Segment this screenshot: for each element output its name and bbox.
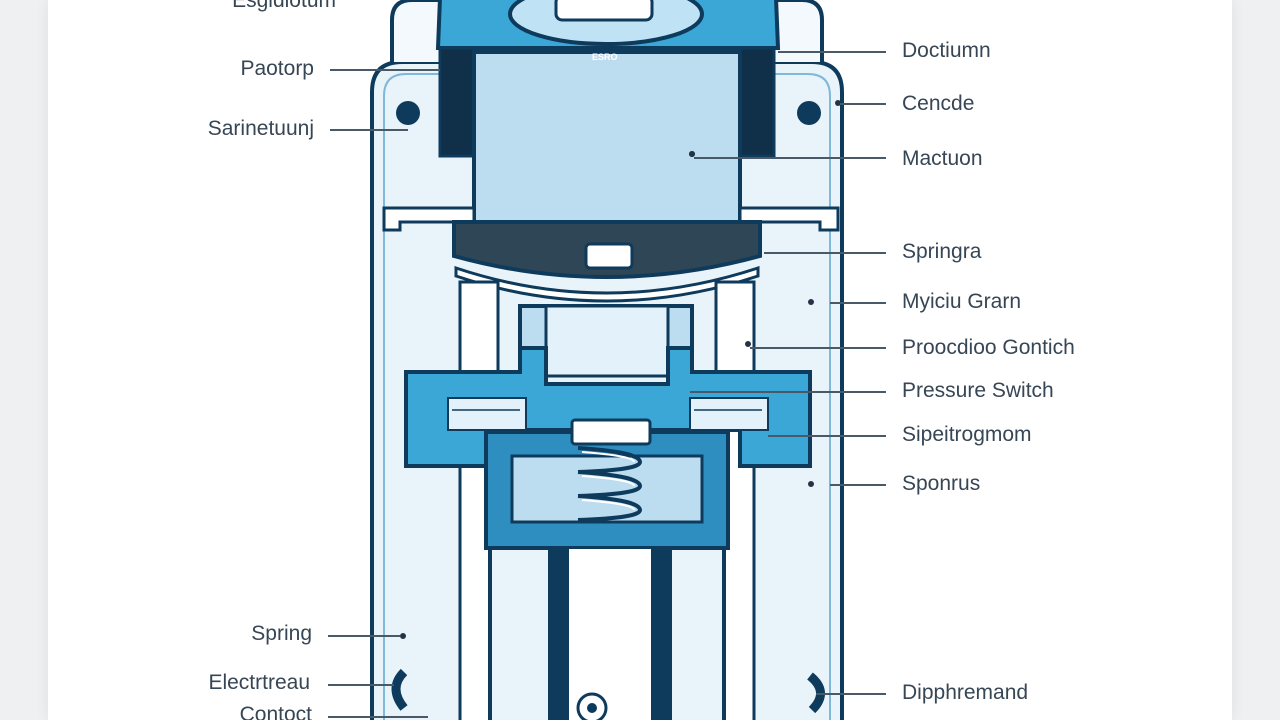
label-sponrus: Sponrus [902, 472, 981, 495]
pointer-dot [808, 299, 814, 305]
leader-doctiumn [778, 51, 886, 53]
label-pressure-switch: Pressure Switch [902, 379, 1054, 402]
leader-contoct [328, 716, 428, 718]
right-clamp [738, 46, 776, 158]
label-cencde: Cencde [902, 92, 975, 115]
spring-cap [570, 418, 652, 446]
right-screw [797, 101, 821, 125]
label-myiciu-grarn: Myiciu Grarn [902, 290, 1022, 313]
label-springra: Springra [902, 240, 982, 263]
label-spring-left: Spring [251, 622, 312, 645]
lower-stem-left-rail [548, 548, 568, 720]
plunger-core [544, 304, 670, 378]
label-mactuon: Mactuon [902, 147, 983, 170]
left-screw [396, 101, 420, 125]
label-dipphremand: Dipphremand [902, 681, 1029, 704]
left-flange [382, 206, 476, 232]
pointer-dot [400, 633, 406, 639]
pointer-dot [808, 481, 814, 487]
leader-myiciu-grarn [830, 302, 886, 304]
pointer-dot [835, 100, 841, 106]
leader-sponrus [830, 484, 886, 486]
pointer-dot [745, 341, 751, 347]
cap-stem [554, 0, 654, 22]
label-paotorp: Paotorp [240, 57, 314, 80]
lower-stem-right-rail [652, 548, 672, 720]
lower-stem-core [567, 547, 653, 720]
bottom-port-inner [587, 703, 597, 713]
leader-pressure-switch [690, 391, 886, 393]
cap-marking: ESRO [592, 52, 618, 62]
leader-springra [764, 252, 886, 254]
leader-cencde [840, 103, 886, 105]
leader-proocdioo-gontich [750, 347, 886, 349]
valve-left-window [447, 397, 527, 431]
piston-rim [454, 265, 760, 303]
left-contact [391, 668, 408, 711]
label-sarinetuunj: Sarinetuunj [207, 117, 314, 140]
leader-sipeitrogmom [768, 435, 886, 437]
leader-dipphremand [816, 693, 886, 695]
label-electrtreau: Electrtreau [208, 671, 310, 694]
valve-right-window [689, 397, 769, 431]
label-contoct: Contoct [239, 703, 312, 720]
pointer-dot [689, 151, 695, 157]
label-esgidiotum: Esgidiotum [232, 0, 336, 12]
right-contact [807, 672, 825, 714]
leader-paotorp [330, 69, 440, 71]
leader-sarinetuunj [330, 129, 408, 131]
label-proocdioo-gontich: Proocdioo Gontich [902, 336, 1075, 359]
coil-spring-highlight [581, 451, 635, 511]
piston-nut [584, 242, 634, 270]
spring-chamber [510, 454, 704, 524]
leader-mactuon [694, 157, 886, 159]
leader-electrtreau [328, 684, 394, 686]
leader-spring-left [328, 635, 400, 637]
left-clamp [438, 46, 476, 158]
main-chamber [472, 50, 742, 224]
label-doctiumn: Doctiumn [902, 39, 991, 62]
label-sipeitrogmom: Sipeitrogmom [902, 423, 1032, 446]
coil-spring [577, 446, 643, 522]
